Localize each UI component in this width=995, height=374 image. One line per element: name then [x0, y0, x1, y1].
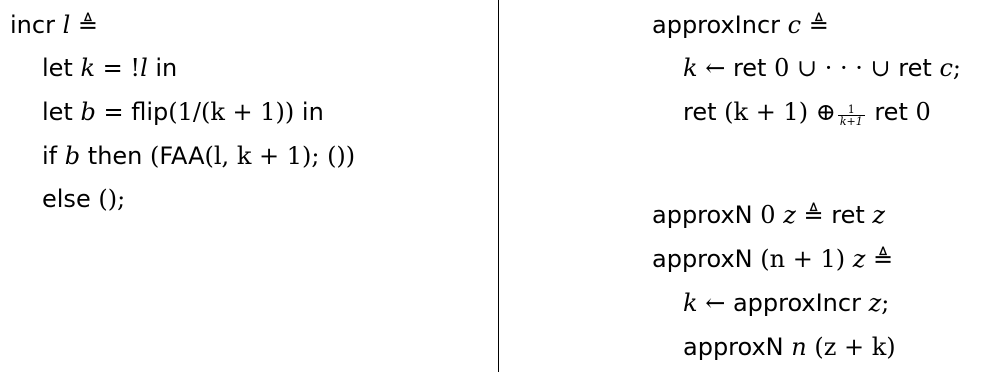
flip-argument: (1/(k + 1)) — [168, 98, 295, 126]
approxincr-keyword: approxIncr — [732, 289, 861, 317]
var-n: n — [791, 333, 807, 361]
equals-sign: = — [95, 54, 131, 82]
then-keyword: then — [87, 142, 143, 170]
var-c: c — [787, 11, 802, 39]
z-plus-k: (z + k) — [814, 333, 896, 361]
var-b: b — [64, 142, 81, 170]
defeq-symbol: ≜ — [803, 201, 824, 229]
deref-operator: ! — [130, 54, 141, 82]
approxn-recursive-call: approxN n (z + k) — [683, 332, 896, 362]
in-keyword: in — [155, 54, 178, 82]
incr-definition-header: incr l ≜ — [10, 10, 98, 40]
var-k: k — [683, 54, 698, 82]
ret-keyword: ret — [683, 98, 717, 126]
incr-param: l — [62, 11, 71, 39]
zero: 0 — [915, 98, 931, 126]
k-sample-line: k ← ret 0 ∪ · · · ∪ ret c; — [683, 53, 961, 83]
ret-keyword: ret — [874, 98, 908, 126]
let-b-line: let b = flip(1/(k + 1)) in — [42, 97, 324, 127]
ret-keyword: ret — [831, 201, 865, 229]
var-l: l — [140, 54, 148, 82]
ret-keyword: ret — [898, 54, 932, 82]
semicolon: ; — [952, 54, 961, 82]
flip-keyword: flip — [131, 98, 169, 126]
k-plus-one: (k + 1) — [724, 98, 809, 126]
n-plus-one: (n + 1) — [760, 245, 846, 273]
else-body: (); — [98, 185, 126, 213]
faa-arguments: (l, k + 1); ()) — [204, 142, 356, 170]
incr-keyword: incr — [10, 11, 55, 39]
approxn-keyword: approxN — [652, 245, 753, 273]
column-divider — [498, 0, 499, 372]
var-z: z — [852, 245, 866, 273]
var-z: z — [868, 289, 882, 317]
equals-sign: = — [95, 98, 132, 126]
ret-keyword: ret — [732, 54, 767, 82]
left-arrow: ← — [705, 54, 726, 82]
let-k-line: let k = !l in — [42, 53, 177, 83]
semicolon: ; — [881, 289, 890, 317]
else-keyword: else — [42, 185, 91, 213]
k-approxincr-line: k ← approxIncr z; — [683, 288, 889, 318]
var-b: b — [80, 98, 96, 126]
var-z: z — [783, 201, 796, 229]
left-arrow: ← — [705, 289, 726, 317]
oplus-symbol: ⊕ — [815, 98, 836, 126]
fraction-denominator: k+1 — [839, 114, 863, 128]
var-k: k — [80, 54, 96, 82]
if-keyword: if — [42, 142, 58, 170]
defeq-symbol: ≜ — [77, 11, 99, 39]
union-dots: ∪ · · · ∪ — [797, 54, 891, 82]
let-keyword: let — [42, 98, 73, 126]
let-keyword: let — [42, 54, 73, 82]
var-c: c — [939, 54, 953, 82]
defeq-symbol: ≜ — [808, 11, 829, 39]
zero: 0 — [760, 201, 776, 229]
var-k: k — [683, 289, 698, 317]
approxn-base-case: approxN 0 z ≜ ret z — [652, 200, 885, 230]
fraction-numerator: 1 — [837, 104, 865, 116]
var-z: z — [872, 201, 886, 229]
defeq-symbol: ≜ — [873, 245, 894, 273]
faa-keyword: FAA — [159, 142, 205, 170]
approxn-keyword: approxN — [683, 333, 784, 361]
else-line: else (); — [42, 184, 125, 214]
approxincr-keyword: approxIncr — [652, 11, 781, 39]
in-keyword: in — [301, 98, 324, 126]
approxn-step-header: approxN (n + 1) z ≜ — [652, 244, 893, 274]
open-paren: ( — [150, 142, 160, 170]
approxn-keyword: approxN — [652, 201, 753, 229]
zero: 0 — [774, 54, 790, 82]
if-then-line: if b then (FAA(l, k + 1); ()) — [42, 141, 355, 171]
approxincr-definition-header: approxIncr c ≜ — [652, 10, 829, 40]
